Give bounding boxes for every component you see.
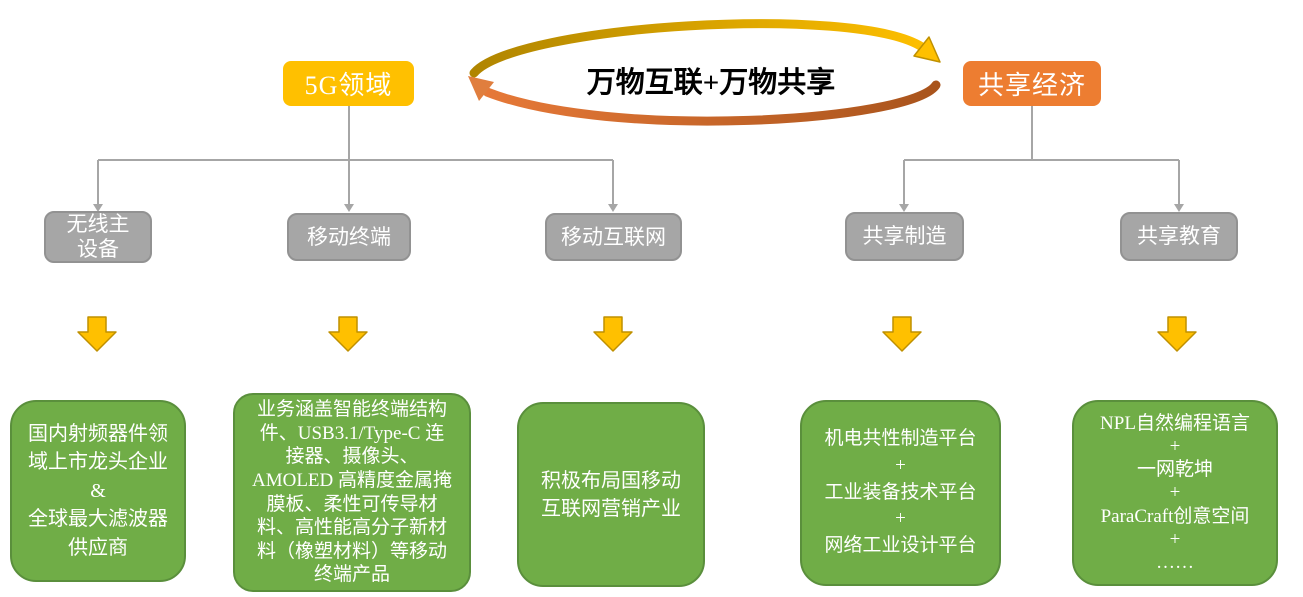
left-tree-connectors: [97, 106, 614, 204]
detail-mobile-terminal: 业务涵盖智能终端结构件、USB3.1/Type-C 连接器、摄像头、AMOLED…: [233, 393, 471, 592]
node-mobile-terminal: 移动终端: [287, 213, 411, 261]
detail-wireless-main-equipment: 国内射频器件领域上市龙头企业 & 全球最大滤波器供应商: [10, 400, 186, 582]
detail-mobile-internet: 积极布局国移动互联网营销产业: [517, 402, 705, 587]
node-shared-education: 共享教育: [1120, 212, 1238, 261]
node-sharing-economy-root: 共享经济: [963, 61, 1101, 106]
right-tree-connectors: [903, 106, 1180, 204]
cycle-arrow-top-icon: [469, 19, 941, 78]
node-wireless-main-equipment: 无线主 设备: [44, 211, 152, 263]
cycle-title: 万物互联+万物共享: [586, 67, 836, 99]
node-shared-manufacturing: 共享制造: [845, 212, 964, 261]
node-5g-root: 5G领域: [283, 61, 414, 106]
node-mobile-internet: 移动互联网: [545, 213, 682, 261]
detail-shared-education: NPL自然编程语言 + 一网乾坤 + ParaCraft创意空间 + ……: [1072, 400, 1278, 586]
cycle-arrow-bottom-icon: [468, 76, 941, 126]
down-arrow-icons: [77, 316, 1197, 352]
detail-shared-manufacturing: 机电共性制造平台 + 工业装备技术平台 + 网络工业设计平台: [800, 400, 1001, 586]
